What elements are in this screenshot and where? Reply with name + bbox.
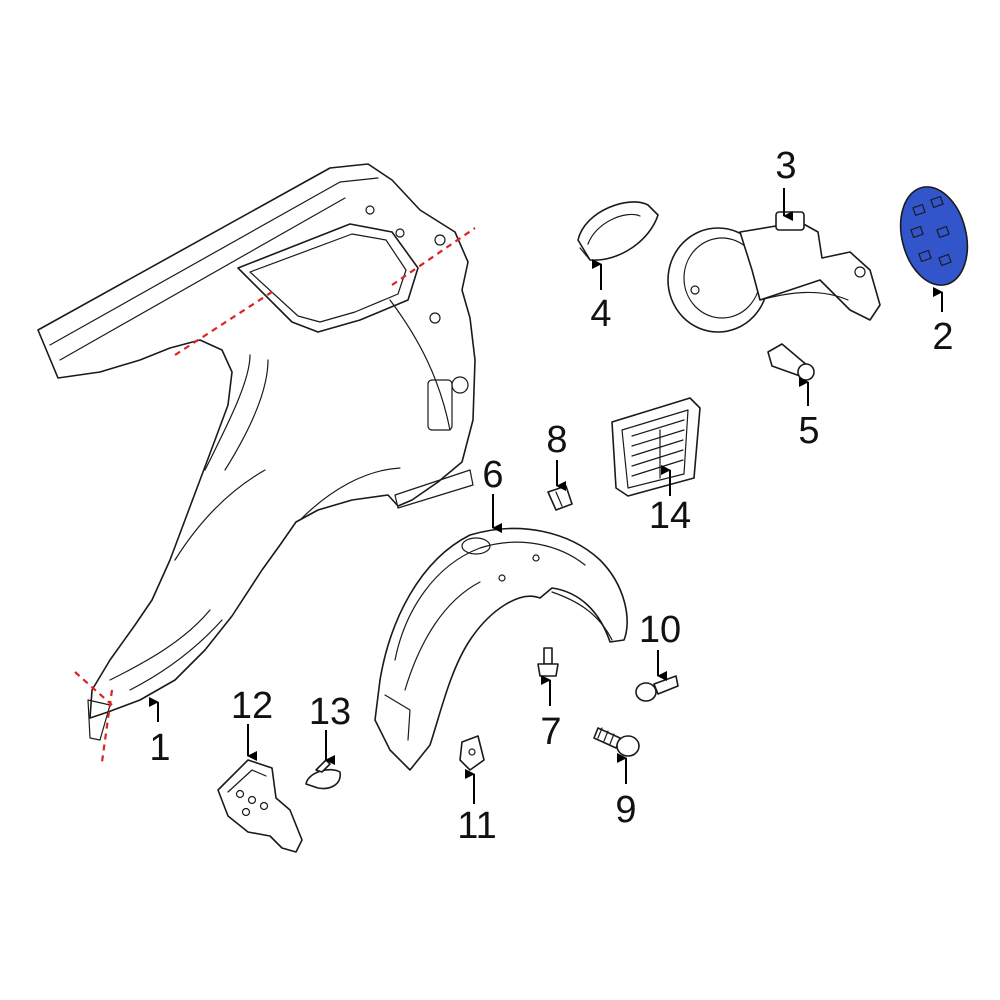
- cut-line-roof: [174, 289, 276, 356]
- cut-line-pillar: [391, 227, 476, 286]
- callout-6: 6: [482, 454, 503, 496]
- cut-lines: [74, 227, 476, 763]
- clip-11: [459, 735, 485, 771]
- quarter-panel: [37, 163, 476, 741]
- callout-labels: 1 2 3 4 5 6 7 8 9 10 11 12 13 14: [149, 145, 953, 847]
- air-vent: [611, 397, 701, 497]
- screw-9: [593, 727, 640, 757]
- fuel-door: [899, 186, 969, 286]
- cut-line-rocker-2: [100, 689, 114, 763]
- bracket: [217, 759, 303, 853]
- wheelhouse-liner: [374, 527, 628, 771]
- bolt-10: [635, 675, 679, 702]
- callout-3: 3: [775, 145, 796, 187]
- push-pin: [305, 759, 341, 790]
- callout-5: 5: [798, 410, 819, 452]
- callout-4: 4: [590, 293, 611, 335]
- fuel-filler-seal: [577, 201, 659, 261]
- leader-arrows: [149, 188, 943, 804]
- fuel-door-actuator: [767, 343, 815, 381]
- callout-10: 10: [639, 609, 681, 651]
- callout-11: 11: [457, 805, 496, 847]
- cut-line-rocker-1: [74, 671, 113, 706]
- callout-2: 2: [932, 316, 953, 358]
- callout-14: 14: [649, 495, 691, 537]
- callout-7: 7: [540, 711, 561, 753]
- callout-9: 9: [615, 789, 636, 831]
- clip-8: [547, 485, 573, 511]
- callout-1: 1: [149, 727, 170, 769]
- callout-13: 13: [309, 691, 351, 733]
- stud-bolt-7: [537, 647, 559, 677]
- callout-12: 12: [231, 685, 273, 727]
- callout-8: 8: [546, 419, 567, 461]
- fuel-filler-housing: [667, 211, 881, 333]
